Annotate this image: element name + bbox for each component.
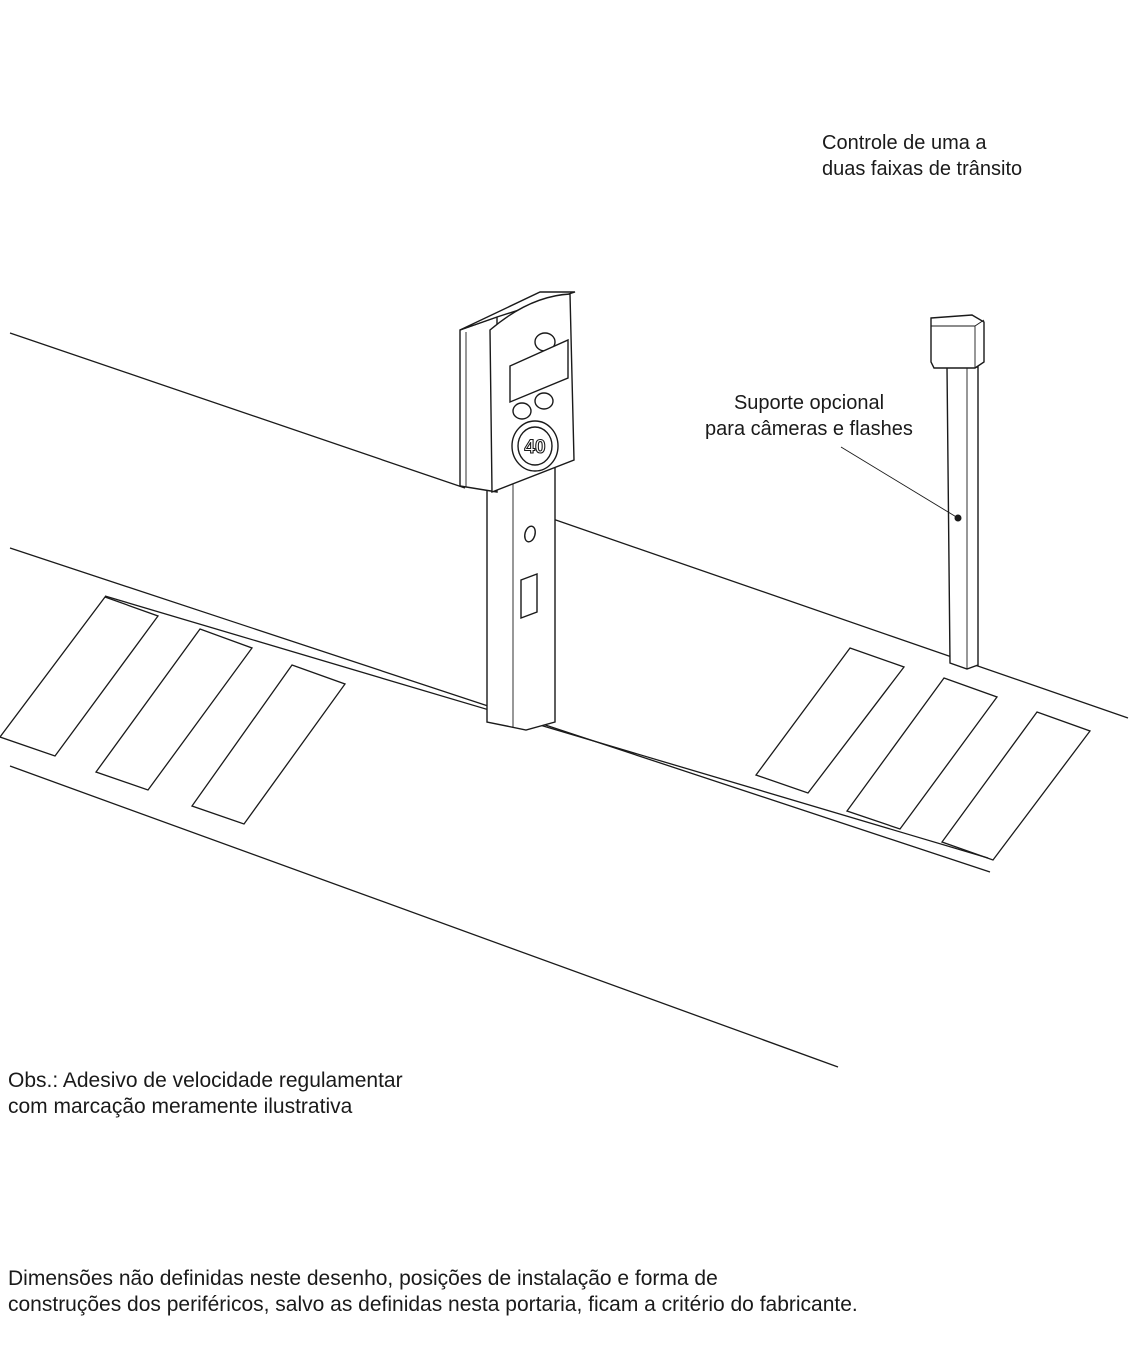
camera-box	[930, 314, 985, 369]
crosswalk-stripe	[845, 677, 999, 830]
lamp-left	[512, 402, 532, 420]
support-post	[946, 366, 979, 670]
dimensions-note: Dimensões não definidas neste desenho, p…	[8, 1266, 858, 1318]
lanes-control-label: Controle de uma a duas faixas de trânsit…	[822, 130, 1022, 182]
dims-note-line2: construções dos periféricos, salvo as de…	[8, 1293, 858, 1316]
crosswalk-stripe	[754, 647, 906, 794]
crosswalk-stripe	[0, 596, 160, 757]
leader-line	[840, 446, 959, 519]
far-road-edge-right	[549, 517, 1129, 719]
speed-display-totem: 40	[459, 291, 576, 731]
speed-display-window	[509, 338, 569, 404]
dims-note-line1: Dimensões não definidas neste desenho, p…	[8, 1267, 718, 1290]
lane-line-inner	[104, 595, 989, 859]
crosswalk-stripe	[940, 711, 1092, 861]
lanes-label-line2: duas faixas de trânsito	[822, 158, 1023, 180]
obs-note-line1: Obs.: Adesivo de velocidade regulamentar	[8, 1069, 403, 1092]
crosswalk-right	[754, 647, 1092, 861]
post-hole	[524, 525, 536, 543]
speed-limit-value: 40	[524, 437, 545, 458]
near-road-edge	[9, 765, 839, 1068]
far-road-edge	[9, 332, 466, 489]
leader-dot	[954, 514, 962, 522]
lamp-right	[534, 392, 554, 410]
crosswalk-left	[0, 596, 347, 825]
support-label-line1: Suporte opcional	[733, 392, 885, 414]
camera-support-pole	[840, 314, 985, 670]
speed-sign-inner	[517, 426, 553, 466]
support-label-line2: para câmeras e flashes	[705, 418, 913, 440]
cabinet-top	[459, 291, 576, 331]
obs-note-line2: com marcação meramente ilustrativa	[8, 1095, 353, 1118]
observation-note: Obs.: Adesivo de velocidade regulamentar…	[8, 1068, 403, 1120]
crosswalk-stripe	[190, 664, 347, 825]
lanes-label-line1: Controle de uma a	[822, 132, 987, 154]
camera-support-label: Suporte opcional para câmeras e flashes	[684, 390, 934, 442]
post-access-hatch	[520, 572, 538, 620]
crosswalk-stripe	[94, 628, 254, 791]
